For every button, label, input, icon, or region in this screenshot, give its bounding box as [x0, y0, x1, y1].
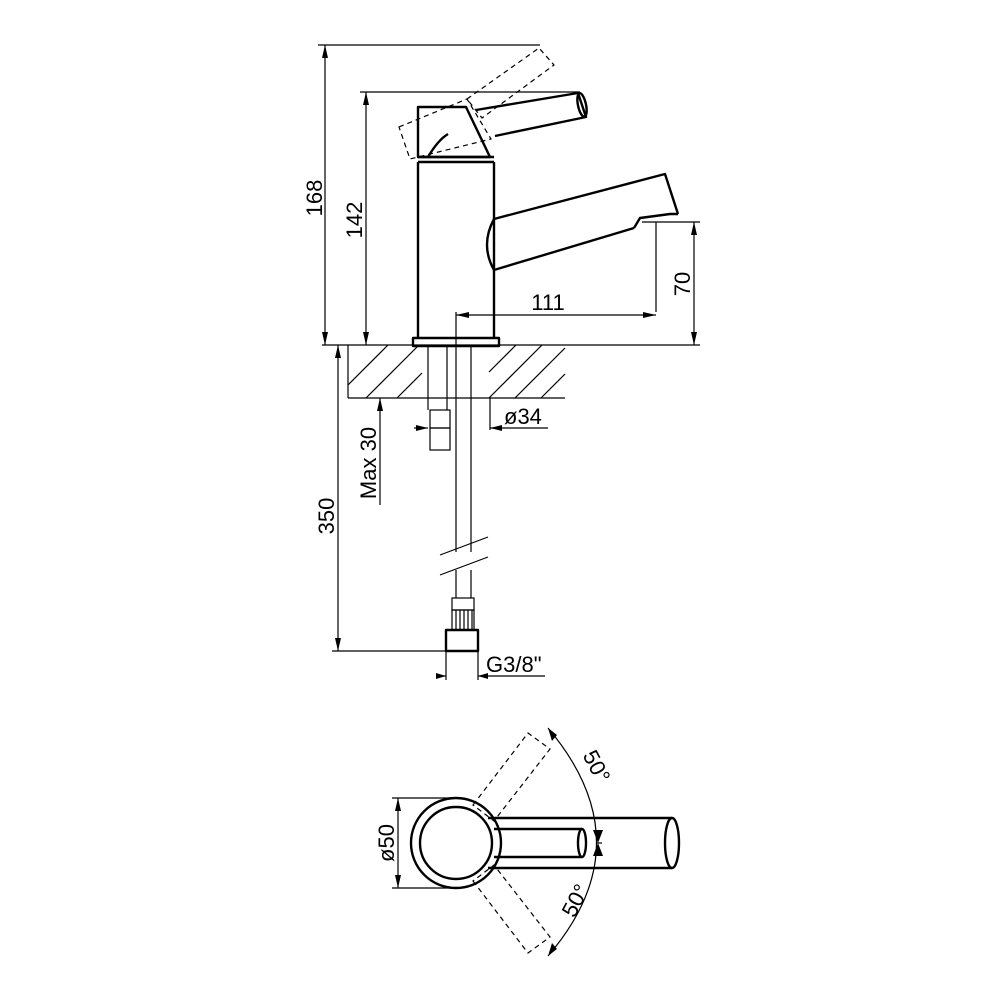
- dimension-body-diameter: ø50: [374, 797, 456, 889]
- faucet-body: [411, 105, 501, 348]
- top-body-outer: [409, 796, 503, 890]
- lever-handle: [475, 91, 588, 138]
- angle-label-upper: 50°: [578, 746, 616, 787]
- angle-arc: 50° 50°: [547, 727, 616, 957]
- angle-label-lower: 50°: [557, 880, 595, 921]
- dim-label-o50: ø50: [374, 824, 399, 862]
- dim-label-max30: Max 30: [356, 427, 381, 499]
- dimension-spout-reach: 111: [455, 290, 656, 345]
- dim-label-g38: G3/8": [486, 652, 542, 677]
- dim-label-70: 70: [670, 272, 695, 296]
- side-view: 168 142 111 70: [302, 44, 700, 680]
- dimension-max-deck: Max 30: [356, 398, 383, 505]
- hose-ferrule: [451, 597, 475, 611]
- break-line-lower: [439, 556, 489, 576]
- deck-hatching: [347, 344, 566, 399]
- countertop-deck: [322, 344, 700, 399]
- supply-hoses: [427, 346, 489, 653]
- lever-raised-outline: [398, 47, 555, 160]
- dimension-connection-thread: G3/8": [436, 651, 545, 680]
- dimension-hole-diameter: ø34: [414, 398, 548, 431]
- hose-nut-lower: [429, 427, 451, 451]
- lever-rotated-upper: [472, 732, 551, 822]
- top-view: 50° 50° ø50: [374, 727, 681, 957]
- dimension-total-height: 168: [302, 44, 540, 345]
- dim-label-111: 111: [531, 290, 564, 315]
- top-lever: [488, 816, 681, 870]
- dim-label-142: 142: [342, 202, 367, 239]
- lever-rotated-lower: [472, 864, 551, 954]
- dimension-spout-height: 70: [642, 221, 700, 345]
- top-body-inner: [418, 805, 494, 881]
- dimension-hose-length: 350: [314, 345, 446, 652]
- spout: [485, 172, 680, 272]
- break-line-upper: [439, 536, 489, 556]
- dimension-lever-height: 142: [342, 91, 580, 345]
- cartridge-cap: [416, 105, 492, 159]
- hose-nut-upper: [429, 409, 451, 429]
- connection-nut: [444, 628, 480, 653]
- dim-label-350: 350: [314, 498, 339, 535]
- dim-label-168: 168: [302, 180, 327, 217]
- dim-label-o34: ø34: [504, 404, 542, 429]
- hose-knurl: [451, 609, 475, 631]
